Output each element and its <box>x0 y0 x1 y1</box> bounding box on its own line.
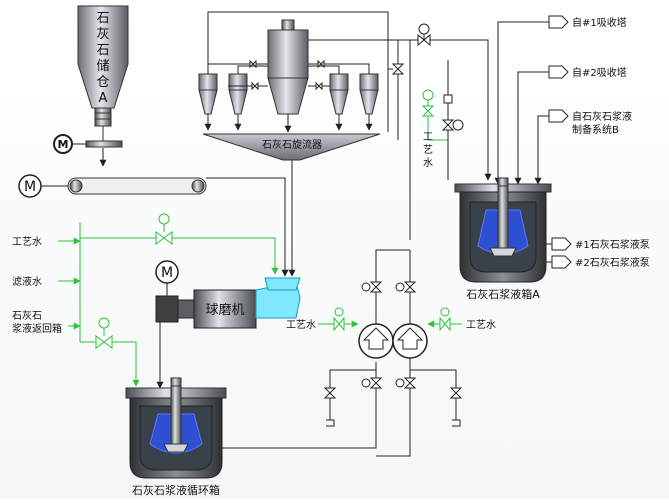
silo-char-1: 石 <box>96 11 109 26</box>
tank-a-outputs: #1石灰石浆液泵 #2石灰石浆液泵 <box>546 237 650 269</box>
right-input-lines: 自#1吸收塔 自#2吸收塔 自石灰石浆液 制备系统B <box>494 15 632 185</box>
limestone-silo: 石 灰 石 储 仓 A <box>77 5 129 127</box>
cyclone-to-tank-pipe <box>308 23 492 240</box>
small-cyclone-1 <box>198 73 218 131</box>
ball-mill-label: 球磨机 <box>205 303 244 318</box>
slurry-pumps: 工艺水 工艺水 <box>286 249 496 457</box>
feeder-motor: M <box>53 126 123 167</box>
prep-line1-label: 自石灰石浆液 <box>572 110 632 123</box>
tank-a-process-water: 工 艺 水 <box>421 60 464 180</box>
small-cyclone-4 <box>359 73 379 131</box>
left-process-water-label: 工艺水 <box>12 236 42 248</box>
silo-char-5: 仓 <box>96 75 109 90</box>
silo-char-2: 灰 <box>96 27 109 42</box>
return-line1-label: 石灰石 <box>12 309 42 322</box>
pump-water-right-label: 工艺水 <box>466 319 496 331</box>
circ-tank-label: 石灰石浆液循环箱 <box>132 483 220 497</box>
silo-char-3: 石 <box>96 43 109 58</box>
process-water-v-3: 水 <box>423 157 433 169</box>
cyclone-label: 石灰石旋流器 <box>262 138 322 151</box>
cyclone-system: 石灰石旋流器 <box>198 11 389 277</box>
ball-mill: M 球磨机 <box>155 260 301 389</box>
conveyor-motor-symbol: M <box>24 179 36 195</box>
absorber1-label: 自#1吸收塔 <box>572 16 627 29</box>
silo-char-4: 储 <box>96 59 109 74</box>
left-input-lines: 工艺水 滤液水 石灰石 浆液返回箱 <box>12 213 279 387</box>
pump2-label: #2石灰石浆液泵 <box>575 256 650 269</box>
feeder-motor-symbol: M <box>58 138 69 151</box>
tank-a-label: 石灰石浆液箱A <box>466 287 540 301</box>
prep-line2-label: 制备系统B <box>572 123 619 136</box>
belt-conveyor: M <box>18 174 289 277</box>
return-line2-label: 浆液返回箱 <box>12 322 62 335</box>
process-water-v-2: 艺 <box>423 144 433 156</box>
pump1-label: #1石灰石浆液泵 <box>575 238 650 251</box>
process-water-v-1: 工 <box>423 132 433 143</box>
filtrate-label: 滤液水 <box>12 275 42 288</box>
slurry-tank-a: 石灰石浆液箱A <box>454 177 552 301</box>
small-cyclone-2 <box>228 73 248 131</box>
absorber2-label: 自#2吸收塔 <box>572 66 627 79</box>
small-cyclone-3 <box>329 73 349 131</box>
silo-char-6: A <box>99 91 108 106</box>
circulation-tank: 石灰石浆液循环箱 <box>125 377 377 497</box>
mill-motor-symbol: M <box>161 265 173 281</box>
pump-water-left-label: 工艺水 <box>286 319 316 331</box>
